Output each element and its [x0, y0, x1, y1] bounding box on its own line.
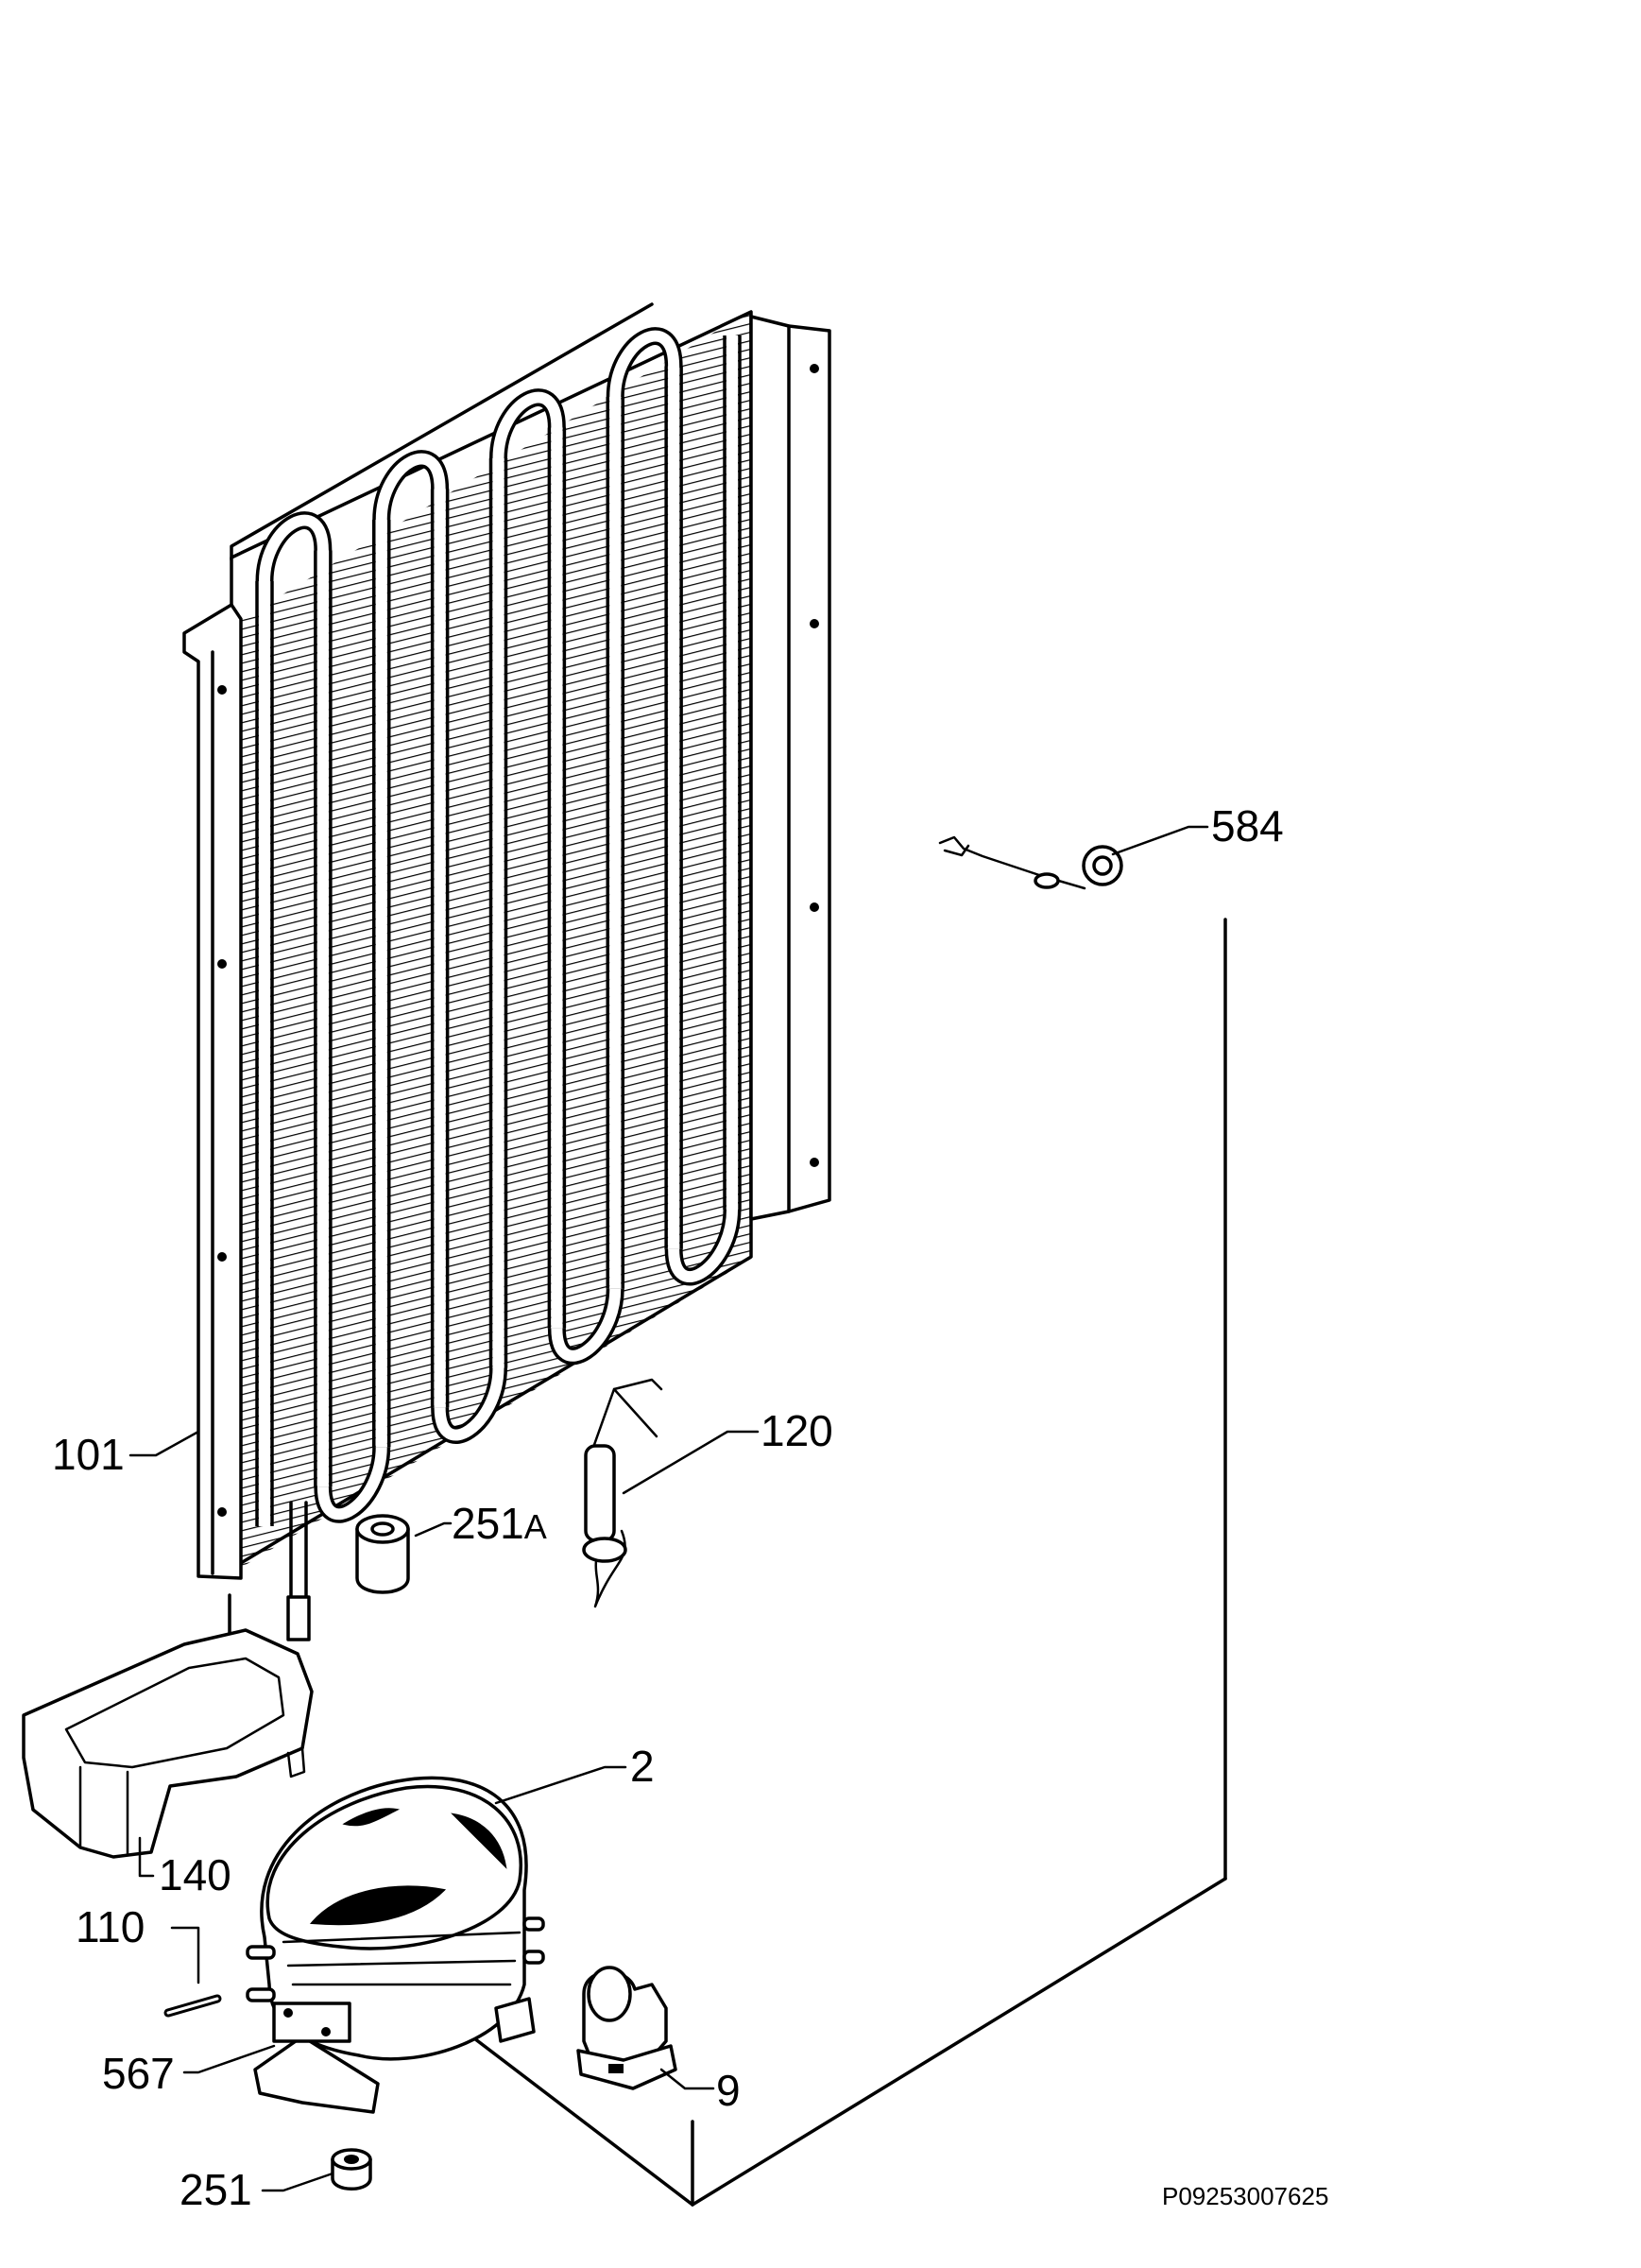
part-9-relay [576, 1966, 677, 2090]
part-140-drip-tray [22, 1628, 314, 1859]
part-584-terminal [938, 835, 1123, 890]
callout-567: 567 [102, 2049, 175, 2098]
callout-labels: 584 101 120 251A 2 140 110 567 9 251 [52, 801, 1284, 2214]
document-number: P09253007625 [1162, 2182, 1328, 2210]
part-2-compressor [246, 1776, 545, 2114]
condenser-tube [668, 366, 680, 1249]
condenser-tube [316, 550, 329, 1487]
callout-251A-number: 251 [452, 1499, 524, 1548]
callout-140: 140 [159, 1850, 231, 1899]
condenser-tube-bend [316, 1446, 387, 1521]
condenser-tube-bend [609, 330, 680, 398]
callout-2: 2 [630, 1742, 655, 1791]
condenser-tube-bend [551, 1288, 622, 1362]
callout-120: 120 [761, 1406, 833, 1455]
condenser-tube-bend [259, 514, 329, 582]
condenser-tube [551, 427, 563, 1329]
part-120-filter-drier [582, 1378, 663, 1608]
callout-101: 101 [52, 1430, 125, 1479]
callout-110: 110 [76, 1902, 145, 1951]
part-251-grommet [331, 2148, 372, 2191]
condenser-tube-bend [434, 1367, 504, 1441]
callout-9: 9 [716, 2066, 741, 2115]
callout-251A-suffix: A [524, 1507, 547, 1546]
condenser-tube [492, 458, 504, 1368]
condenser-tube [434, 489, 446, 1408]
callout-251A: 251A [452, 1499, 547, 1548]
part-251A-sleeve [355, 1514, 410, 1594]
condenser-tube [726, 335, 738, 1210]
condenser-tube-bend [375, 453, 446, 521]
callout-584: 584 [1211, 801, 1284, 850]
condenser-tube-bend [492, 391, 563, 459]
condenser-tubes [255, 327, 742, 1526]
condenser-tube [259, 581, 270, 1526]
part-110-pin [163, 1994, 222, 2018]
callout-251: 251 [179, 2165, 252, 2214]
condenser-101 [182, 310, 831, 1641]
condenser-tube [609, 397, 622, 1289]
leader-lines [128, 825, 1209, 2192]
cabinet-outline [228, 302, 1227, 2207]
condenser-tube-bend [668, 1209, 738, 1282]
condenser-tube [375, 520, 387, 1448]
